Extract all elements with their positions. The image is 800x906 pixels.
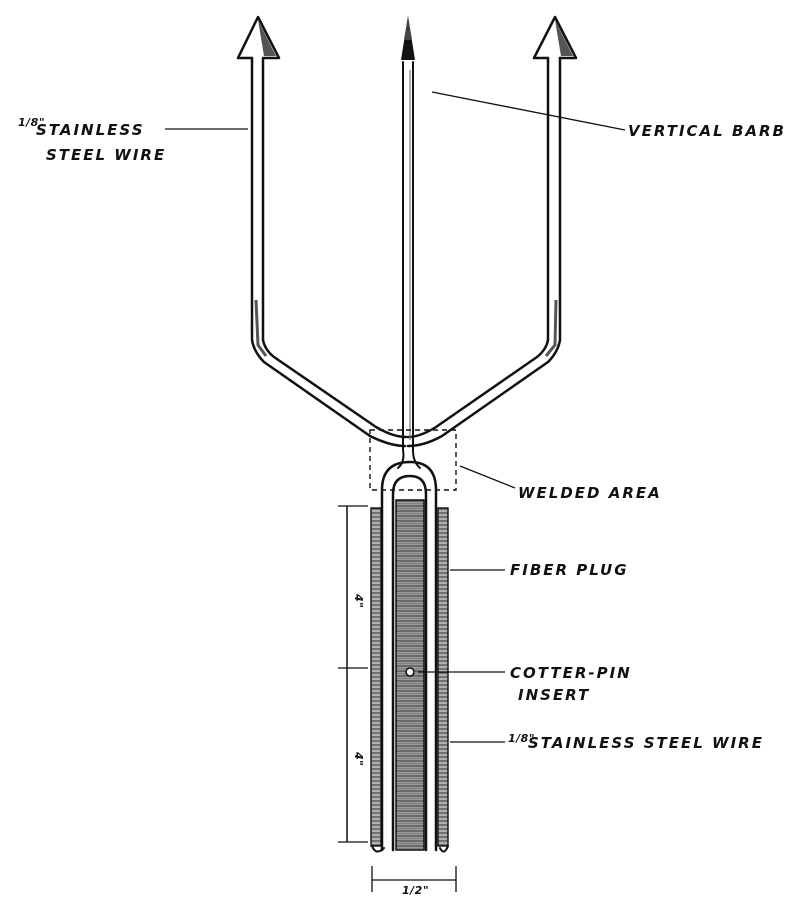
cotter-pin-hole [405, 667, 415, 677]
right-prong-wire [406, 56, 562, 448]
wire-bottom-label: STAINLESS STEEL WIRE [528, 734, 764, 752]
wire-top-label-line1: STAINLESS [36, 121, 145, 139]
vertical-barb-label: VERTICAL BARB [628, 122, 786, 140]
wire-bottom-fraction: 1/8" [508, 732, 535, 745]
wire-top-label-line2: STEEL WIRE [46, 146, 166, 164]
labels: 1/8" STAINLESS STEEL WIRE VERTICAL BARB … [18, 116, 786, 897]
welded-area-label: WELDED AREA [518, 484, 662, 502]
wire-top-fraction: 1/8" [18, 116, 45, 129]
u-wire [380, 449, 438, 852]
leader-lines [165, 91, 626, 743]
lower-length-dimension: 4" [352, 751, 365, 766]
right-arrowhead [532, 15, 578, 60]
vertical-barb [401, 16, 415, 451]
upper-length-dimension: 4" [352, 593, 365, 608]
cotter-pin-label-line1: COTTER-PIN [510, 664, 632, 682]
left-arrowhead [236, 15, 281, 60]
left-prong-wire [250, 56, 408, 448]
side-wires [370, 507, 449, 853]
cotter-pin-label-line2: INSERT [518, 686, 590, 704]
width-dimension: 1/2" [402, 884, 429, 897]
dimension-lines [338, 505, 457, 892]
welded-area-box [369, 429, 457, 491]
fiber-plug-label: FIBER PLUG [510, 561, 629, 579]
